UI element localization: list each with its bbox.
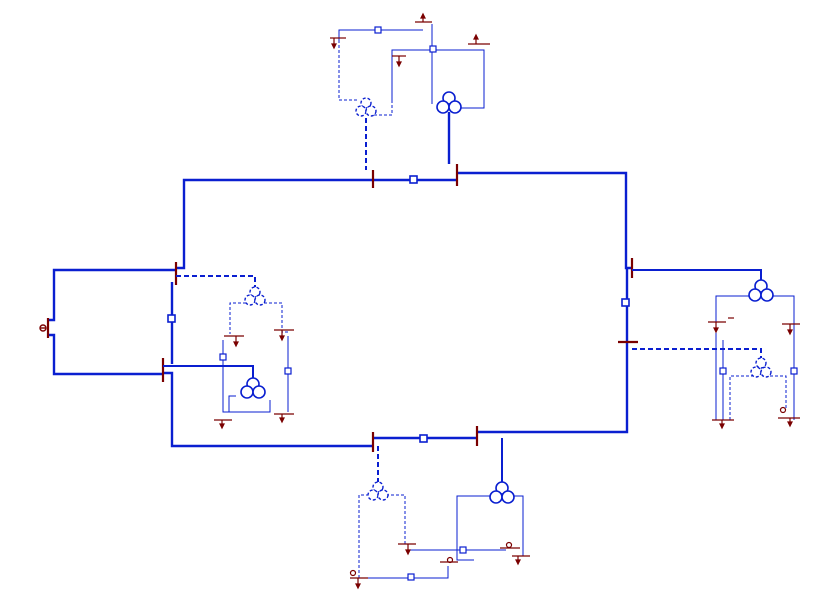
breaker-top-b[interactable] [429, 45, 437, 53]
feeder-left-upper [176, 275, 256, 288]
ring-top-right-line [457, 171, 632, 270]
substation-top [330, 12, 490, 170]
breaker-right-tie[interactable] [621, 298, 630, 307]
feeder-left-lower [163, 365, 254, 378]
ring-right-line [477, 268, 629, 434]
ring-top-left-line [176, 178, 373, 270]
breaker-right-a[interactable] [719, 367, 727, 375]
substation-left [163, 275, 294, 430]
substation-right [632, 269, 800, 430]
transformer-bottom-right [489, 481, 515, 504]
breaker-left-a[interactable] [219, 353, 227, 361]
breaker-bottom-a[interactable] [459, 546, 467, 554]
breaker-top-a[interactable] [374, 26, 382, 34]
ring-bottom-left-line [163, 371, 373, 448]
substation-bottom [349, 438, 530, 590]
generator-feed-top [48, 268, 176, 322]
breaker-left-b[interactable] [284, 367, 292, 375]
breaker-right-b[interactable] [790, 367, 798, 375]
busbars [46, 164, 638, 452]
transformer-bottom-left [367, 481, 389, 501]
transformer-top-right [436, 91, 462, 114]
transformer-left-lower [240, 377, 266, 399]
transformer-right-lower [750, 357, 772, 378]
breaker-bottom-b[interactable] [407, 573, 415, 581]
feeder-right-lower [632, 348, 762, 358]
breaker-left-tie[interactable] [167, 314, 176, 323]
generator-symbol [39, 324, 47, 332]
transformer-top-left [355, 97, 377, 117]
transformer-left-upper [244, 286, 266, 306]
feeder-right-upper [632, 269, 762, 280]
ring-breakers [167, 175, 630, 443]
breaker-top-tie[interactable] [409, 175, 418, 184]
main-ring [48, 171, 632, 448]
generator-feed-bottom [48, 333, 163, 376]
transformer-right-upper [748, 279, 774, 302]
breaker-bottom-tie[interactable] [419, 434, 428, 443]
